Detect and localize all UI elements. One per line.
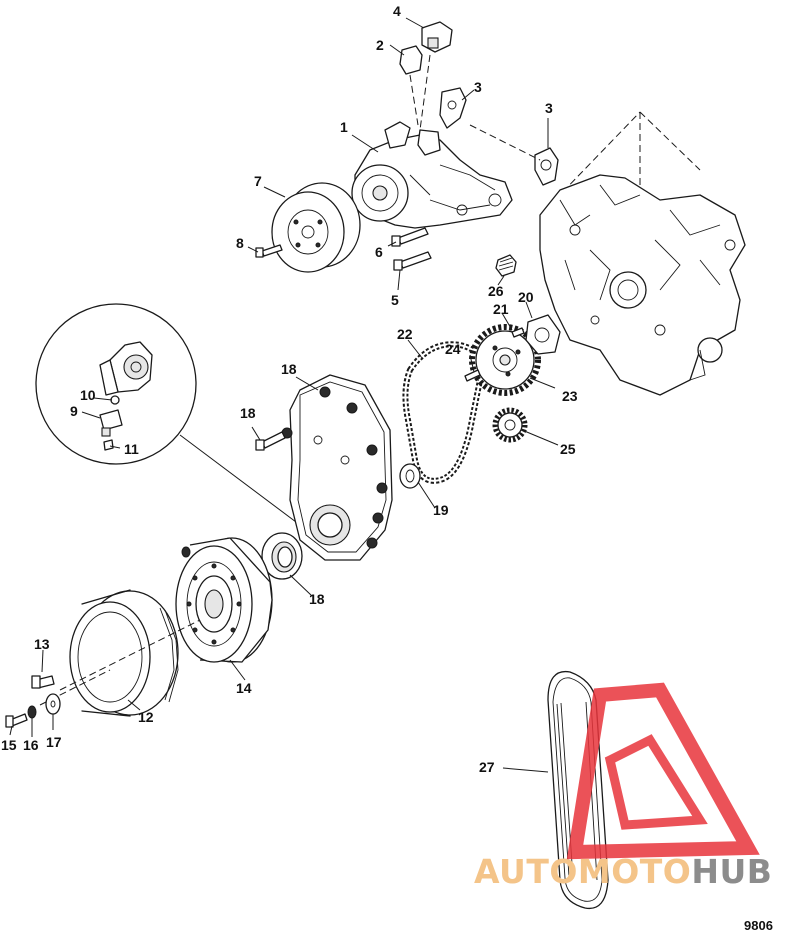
callout-7: 7 xyxy=(254,173,262,189)
callout-10: 10 xyxy=(80,387,96,403)
callout-15: 15 xyxy=(1,737,17,753)
watermark-text-part1: AUTOMOTO xyxy=(474,852,692,891)
callout-27: 27 xyxy=(479,759,495,775)
callout-3a: 3 xyxy=(474,79,482,95)
callout-14: 14 xyxy=(236,680,252,696)
front-timing-cover xyxy=(281,374,393,561)
callout-12: 12 xyxy=(138,709,154,725)
callout-5: 5 xyxy=(391,292,399,308)
callout-8: 8 xyxy=(236,235,244,251)
callout-18b: 18 xyxy=(240,405,256,421)
callout-21: 21 xyxy=(493,301,509,317)
camshaft-sprocket xyxy=(469,324,541,396)
crankshaft-pulley xyxy=(39,589,201,717)
watermark-logo xyxy=(566,682,760,860)
cover-bolt xyxy=(255,431,286,451)
callout-18a: 18 xyxy=(281,361,297,377)
camshaft-sensor xyxy=(495,254,517,277)
callout-22: 22 xyxy=(397,326,413,342)
callout-23: 23 xyxy=(562,388,578,404)
harmonic-balancer xyxy=(175,537,273,663)
thrust-plate xyxy=(525,314,561,355)
temperature-sender xyxy=(399,21,453,131)
callout-25: 25 xyxy=(560,441,576,457)
callout-19: 19 xyxy=(433,502,449,518)
leader-lines xyxy=(9,17,559,773)
callout-13: 13 xyxy=(34,636,50,652)
washer xyxy=(399,463,421,489)
engine-block xyxy=(539,111,746,396)
water-pump-gasket xyxy=(439,87,559,186)
callout-26: 26 xyxy=(488,283,504,299)
callout-2: 2 xyxy=(376,37,384,53)
watermark-text: AUTOMOTOHUB xyxy=(474,852,772,891)
callout-9: 9 xyxy=(70,403,78,419)
callout-20: 20 xyxy=(518,289,534,305)
bolts-upper xyxy=(255,227,432,271)
callout-17: 17 xyxy=(46,734,62,750)
pulley-fasteners xyxy=(5,675,61,728)
front-seal xyxy=(261,532,303,580)
watermark-text-part2: HUB xyxy=(691,852,773,891)
timing-chain xyxy=(402,341,486,484)
callout-4: 4 xyxy=(393,3,401,19)
callout-6: 6 xyxy=(375,244,383,260)
callout-1: 1 xyxy=(340,119,348,135)
water-pump xyxy=(351,121,513,229)
water-pump-pulley xyxy=(271,182,361,273)
callout-3b: 3 xyxy=(545,100,553,116)
crankshaft-sprocket xyxy=(492,407,528,443)
callout-11: 11 xyxy=(124,441,139,457)
washer-21 xyxy=(511,327,525,338)
crank-sensor-detail xyxy=(35,303,301,526)
callout-24: 24 xyxy=(445,341,461,357)
figure-number: 9806 xyxy=(744,918,773,933)
callout-16: 16 xyxy=(23,737,39,753)
callout-18c: 18 xyxy=(309,591,325,607)
